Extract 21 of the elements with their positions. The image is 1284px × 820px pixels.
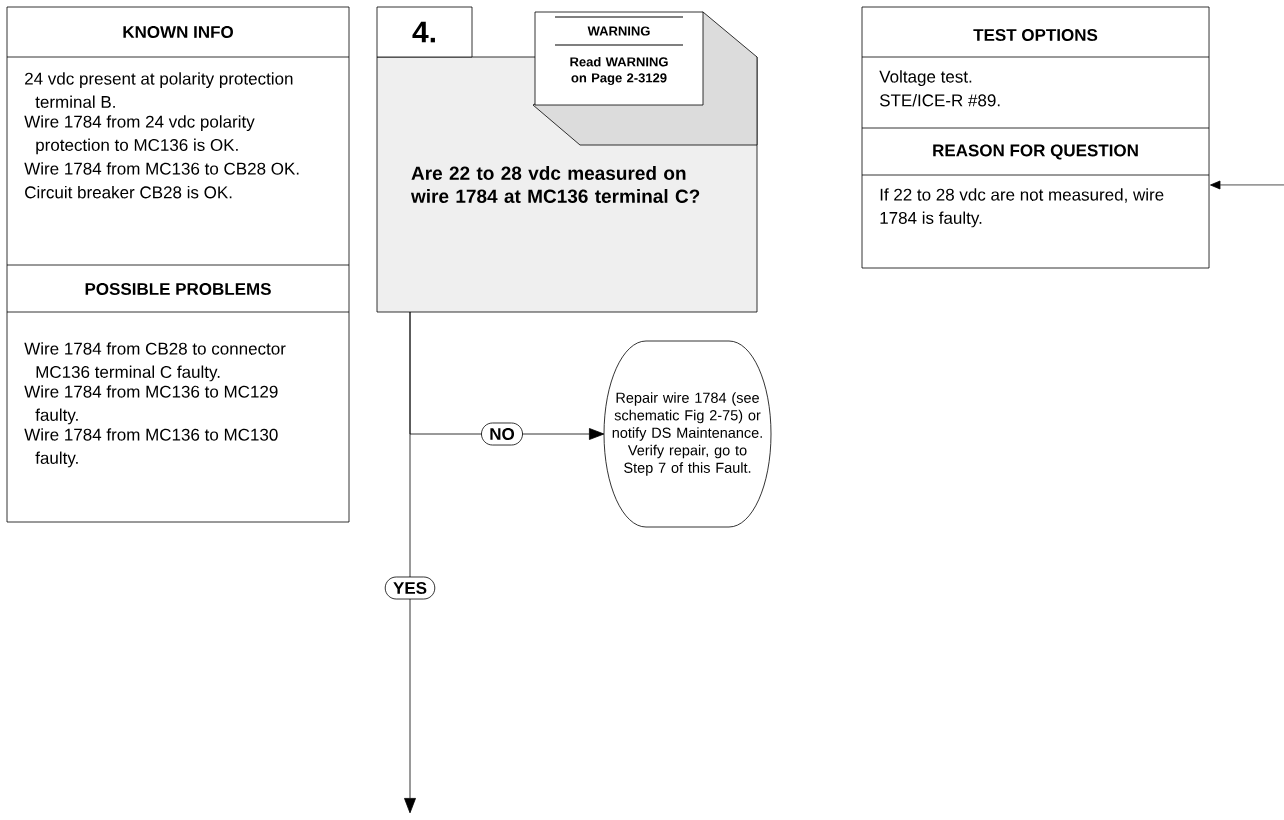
warning-heading: WARNING xyxy=(587,26,650,36)
warning-text: Read WARNING on Page 2-3129 xyxy=(570,56,668,86)
arrow xyxy=(1210,180,1284,190)
list-item: If 22 to 28 vdc are not measured, wire 1784 is faulty. xyxy=(880,188,1164,228)
list-item: Wire 1784 from MC136 to MC129 faulty. xyxy=(24,385,278,425)
list-item: Wire 1784 from CB28 to connector MC136 terminal C faulty. xyxy=(24,342,286,382)
panel-heading: TEST OPTIONS xyxy=(973,29,1098,42)
list-item: Circuit breaker CB28 is OK. xyxy=(25,185,232,199)
panel-heading: KNOWN INFO xyxy=(123,26,233,39)
list-item: Wire 1784 from 24 vdc polarity protection to MC136 is OK. xyxy=(24,115,255,155)
list-item: Voltage test. xyxy=(879,70,972,87)
edge-label: YES xyxy=(384,576,436,600)
list-item: 24 vdc present at polarity protection terminal B. xyxy=(25,72,293,108)
list-item: STE/ICE-R #89. xyxy=(880,93,1000,107)
step-number-box: 4. xyxy=(376,6,473,58)
panel-heading: POSSIBLE PROBLEMS xyxy=(85,283,271,296)
list-item: Wire 1784 from MC136 to CB28 OK. xyxy=(24,162,299,175)
arrow xyxy=(404,311,416,814)
edge-label: NO xyxy=(481,422,523,446)
list-item: Wire 1784 from MC136 to MC130 faulty. xyxy=(24,428,278,468)
panel-heading: REASON FOR QUESTION xyxy=(933,144,1138,160)
